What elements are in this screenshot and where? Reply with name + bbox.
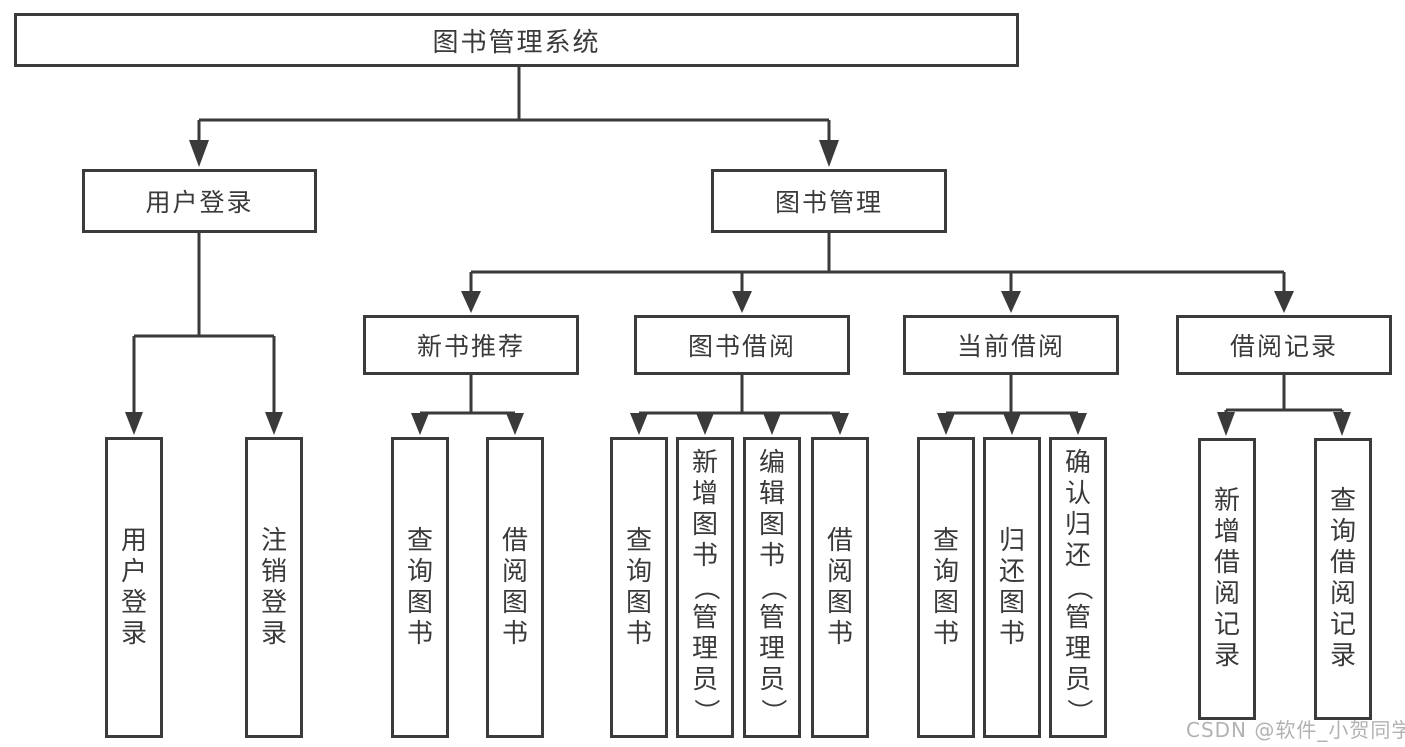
- node-current-borrow: 当前借阅: [903, 315, 1119, 375]
- leaf-nbr-query-book: 查询图书: [391, 437, 449, 738]
- leaf-bb-query-book: 查询图书: [610, 437, 668, 738]
- node-label: 图书管理系统: [432, 27, 601, 58]
- leaf-label: 查询借阅记录: [1329, 486, 1356, 671]
- leaf-bb-edit-book-admin: 编辑图书（管理员）: [743, 437, 801, 738]
- node-label: 借阅记录: [1229, 332, 1338, 361]
- watermark: CSDN @软件_小贺同学: [1186, 718, 1405, 742]
- leaf-label: 编辑图书（管理员）: [757, 448, 788, 725]
- leaf-label: 用户登录: [120, 525, 147, 649]
- leaf-user-login: 用户登录: [105, 437, 163, 738]
- leaf-bb-add-book-admin: 新增图书（管理员）: [676, 437, 734, 738]
- node-root: 图书管理系统: [14, 13, 1019, 67]
- node-new-book-recommend: 新书推荐: [363, 315, 579, 375]
- leaf-cb-query-book: 查询图书: [917, 437, 975, 738]
- leaf-label: 归还图书: [998, 525, 1025, 649]
- leaf-cb-return-book: 归还图书: [983, 437, 1041, 738]
- leaf-label: 查询图书: [406, 525, 433, 649]
- leaf-cb-confirm-return-admin: 确认归还（管理员）: [1049, 437, 1107, 738]
- leaf-label: 注销登录: [260, 525, 287, 649]
- leaf-label: 借阅图书: [501, 525, 528, 649]
- arrowhead-icons: [125, 140, 1351, 436]
- leaf-label: 查询图书: [625, 525, 652, 649]
- node-book-borrow: 图书借阅: [634, 315, 850, 375]
- leaf-br-add-record: 新增借阅记录: [1198, 438, 1256, 720]
- node-label: 图书借阅: [687, 332, 796, 361]
- leaf-label: 借阅图书: [826, 525, 853, 649]
- node-book-management: 图书管理: [711, 169, 947, 233]
- node-borrow-record: 借阅记录: [1176, 315, 1392, 375]
- node-label: 当前借阅: [956, 332, 1065, 361]
- node-label: 新书推荐: [416, 332, 525, 361]
- leaf-label: 新增图书（管理员）: [690, 448, 721, 725]
- leaf-label: 查询图书: [932, 525, 959, 649]
- leaf-label: 新增借阅记录: [1213, 486, 1240, 671]
- leaf-nbr-borrow-book: 借阅图书: [486, 437, 544, 738]
- node-label: 图书管理: [774, 188, 883, 217]
- leaf-bb-borrow-book: 借阅图书: [811, 437, 869, 738]
- leaf-br-query-record: 查询借阅记录: [1314, 438, 1372, 720]
- node-label: 用户登录: [145, 188, 254, 217]
- leaf-label: 确认归还（管理员）: [1063, 448, 1094, 725]
- node-user-login: 用户登录: [82, 169, 317, 233]
- leaf-logout: 注销登录: [245, 437, 303, 738]
